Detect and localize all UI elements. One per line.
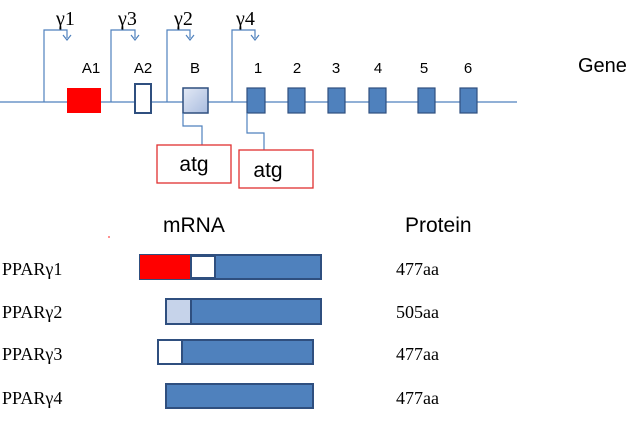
atg-connector-b <box>182 113 203 145</box>
isoform-name: PPARγ1 <box>2 259 62 279</box>
promoter-arrow-icon <box>110 29 136 102</box>
exon-5 <box>417 87 436 114</box>
gene-label: Gene <box>578 55 627 77</box>
promoter-label-gamma2: γ2 <box>173 8 193 30</box>
promoter-arrow-icon <box>231 29 256 102</box>
red-dot-artifact <box>108 236 110 238</box>
promoter-gamma4: γ4 <box>231 8 260 102</box>
promoter-arrow-icon <box>43 29 68 102</box>
atg-box-1 <box>238 149 314 189</box>
promoter-gamma3: γ3 <box>110 8 140 102</box>
isoform-name: PPARγ2 <box>2 302 62 322</box>
exon-label-4: 4 <box>374 60 382 77</box>
isoform-name: PPARγ3 <box>2 344 62 364</box>
arrowhead-icon <box>62 34 72 41</box>
atg-label-b: atg <box>179 153 208 176</box>
exon-a1 <box>67 88 101 113</box>
protein-length: 477aa <box>396 388 439 408</box>
exon-label-5: 5 <box>420 60 428 77</box>
exon-label-b: B <box>190 60 200 77</box>
isoform-row-gamma2: PPARγ2 505aa <box>2 298 439 325</box>
isoform-row-gamma4: PPARγ4 477aa <box>2 383 439 409</box>
protein-length: 505aa <box>396 302 439 322</box>
mrna-segment-b <box>165 298 192 325</box>
promoter-gamma2: γ2 <box>166 8 195 102</box>
exon-6 <box>459 87 478 114</box>
mrna-segment-a2 <box>190 255 216 279</box>
mrna-header: mRNA <box>163 214 225 237</box>
exon-label-1: 1 <box>254 60 262 77</box>
exon-2 <box>287 87 306 114</box>
promoter-label-gamma1: γ1 <box>55 8 75 30</box>
promoter-label-gamma4: γ4 <box>235 8 255 30</box>
exon-a2 <box>134 83 152 114</box>
protein-header: Protein <box>405 214 472 237</box>
arrowhead-icon <box>185 34 195 41</box>
gene-structure: γ1 γ3 γ2 γ4 A1 A2 B 1 2 3 4 5 6 <box>0 8 627 189</box>
promoter-arrow-icon <box>166 29 191 102</box>
exon-1 <box>246 87 266 114</box>
exon-b <box>182 87 209 114</box>
arrowhead-icon <box>130 34 140 41</box>
promoter-label-gamma3: γ3 <box>117 8 137 30</box>
mrna-segment-a1 <box>140 255 190 279</box>
isoform-row-gamma1: PPARγ1 477aa <box>2 254 439 280</box>
mrna-segment-a2 <box>157 339 183 365</box>
protein-length: 477aa <box>396 344 439 364</box>
atg-connector-1 <box>246 113 265 150</box>
exon-label-a2: A2 <box>134 60 152 77</box>
protein-length: 477aa <box>396 259 439 279</box>
exon-label-6: 6 <box>464 60 472 77</box>
exon-label-2: 2 <box>293 60 301 77</box>
exon-4 <box>368 87 387 114</box>
atg-box-b <box>156 144 232 184</box>
isoform-name: PPARγ4 <box>2 388 62 408</box>
atg-label-1: atg <box>253 159 282 182</box>
isoform-row-gamma3: PPARγ3 477aa <box>2 339 439 365</box>
mrna-bar-blue <box>165 383 314 409</box>
exon-label-3: 3 <box>332 60 340 77</box>
arrowhead-icon <box>250 34 260 41</box>
exon-label-a1: A1 <box>82 60 100 77</box>
exon-3 <box>327 87 346 114</box>
promoter-gamma1: γ1 <box>43 8 75 102</box>
